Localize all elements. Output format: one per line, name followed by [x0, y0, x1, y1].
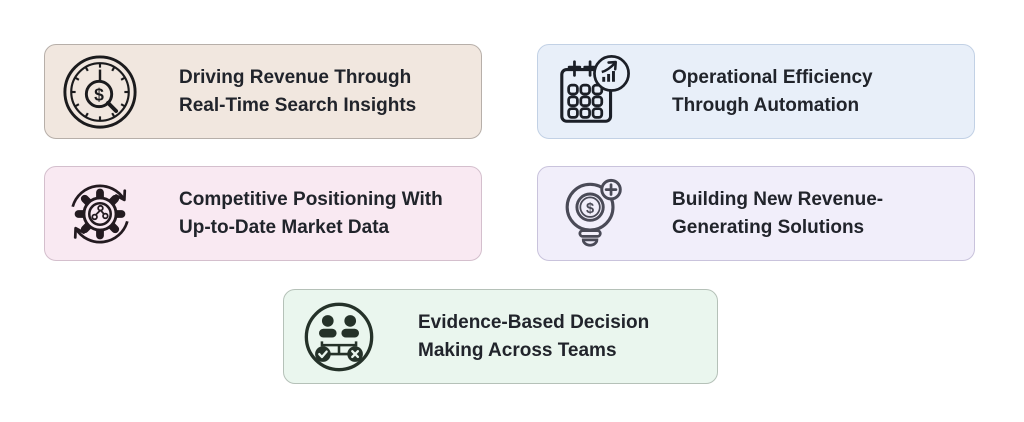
dollar-glyph: $	[586, 200, 594, 216]
gear-sync-network-icon	[61, 175, 139, 253]
card-operational-efficiency: Operational Efficiency Through Automatio…	[537, 44, 975, 139]
clock-search-dollar-icon: $	[61, 53, 139, 131]
card-title: Operational Efficiency Through Automatio…	[672, 66, 873, 116]
card-competitive-positioning: Competitive Positioning With Up-to-Date …	[44, 166, 482, 261]
card-new-revenue-solutions: $ Building New Revenue- Generating Solut…	[537, 166, 975, 261]
card-title: Evidence-Based Decision Making Across Te…	[418, 311, 650, 361]
team-decision-icon	[300, 298, 378, 376]
bulb-dollar-plus-icon: $	[554, 175, 632, 253]
dollar-glyph: $	[94, 84, 104, 104]
card-evidence-based-decisions: Evidence-Based Decision Making Across Te…	[283, 289, 718, 384]
card-driving-revenue: $ Driving Revenue Through Real-Time Sear…	[44, 44, 482, 139]
card-title: Competitive Positioning With Up-to-Date …	[179, 188, 443, 238]
card-title: Building New Revenue- Generating Solutio…	[672, 188, 884, 238]
card-title: Driving Revenue Through Real-Time Search…	[179, 66, 417, 116]
calendar-growth-icon	[554, 53, 632, 131]
